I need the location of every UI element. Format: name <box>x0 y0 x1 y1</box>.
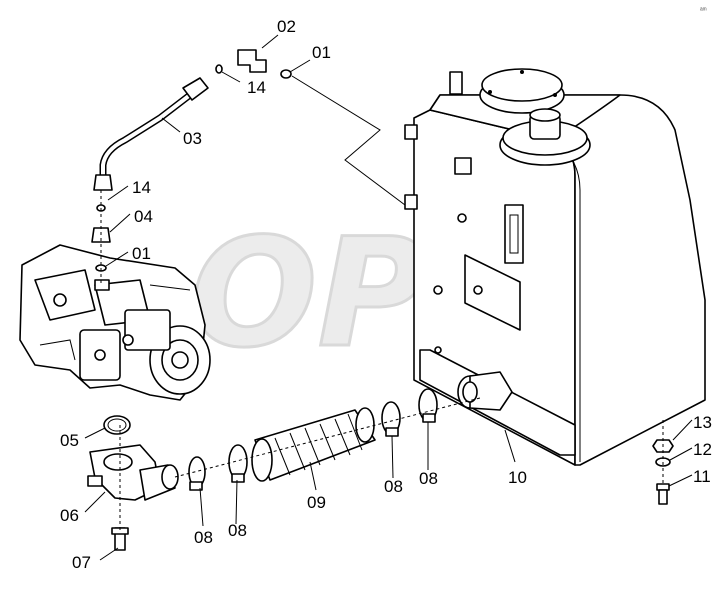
callout-06: 06 <box>60 506 79 525</box>
leader-lines <box>84 34 693 561</box>
callout-04: 04 <box>134 207 153 226</box>
callout-07: 07 <box>72 553 91 572</box>
callout-02: 02 <box>277 17 296 36</box>
callout-12: 12 <box>693 440 712 459</box>
callout-01-top: 01 <box>312 43 331 62</box>
callout-08-a: 08 <box>194 528 213 547</box>
callout-03: 03 <box>183 129 202 148</box>
pressure-hose-assembly <box>91 49 406 285</box>
callout-08-c: 08 <box>384 477 403 496</box>
callout-05: 05 <box>60 431 79 450</box>
callout-13: 13 <box>693 413 712 432</box>
callout-10: 10 <box>508 468 527 487</box>
corner-mark: ᵃᵐ <box>700 7 707 14</box>
hydraulic-tank <box>404 68 706 466</box>
callout-08-d: 08 <box>419 469 438 488</box>
callout-09: 09 <box>307 493 326 512</box>
hydraulic-pump <box>19 244 211 401</box>
callout-08-b: 08 <box>228 521 247 540</box>
callout-14-lower: 14 <box>132 178 151 197</box>
callout-14-top: 14 <box>247 78 266 97</box>
callout-labels: 02 01 14 03 14 04 01 05 06 07 08 08 09 0… <box>60 17 712 572</box>
tank-mount-hardware <box>652 420 674 505</box>
suction-line-assembly <box>87 388 481 551</box>
callout-11: 11 <box>693 467 711 486</box>
callout-01-lower: 01 <box>132 244 151 263</box>
